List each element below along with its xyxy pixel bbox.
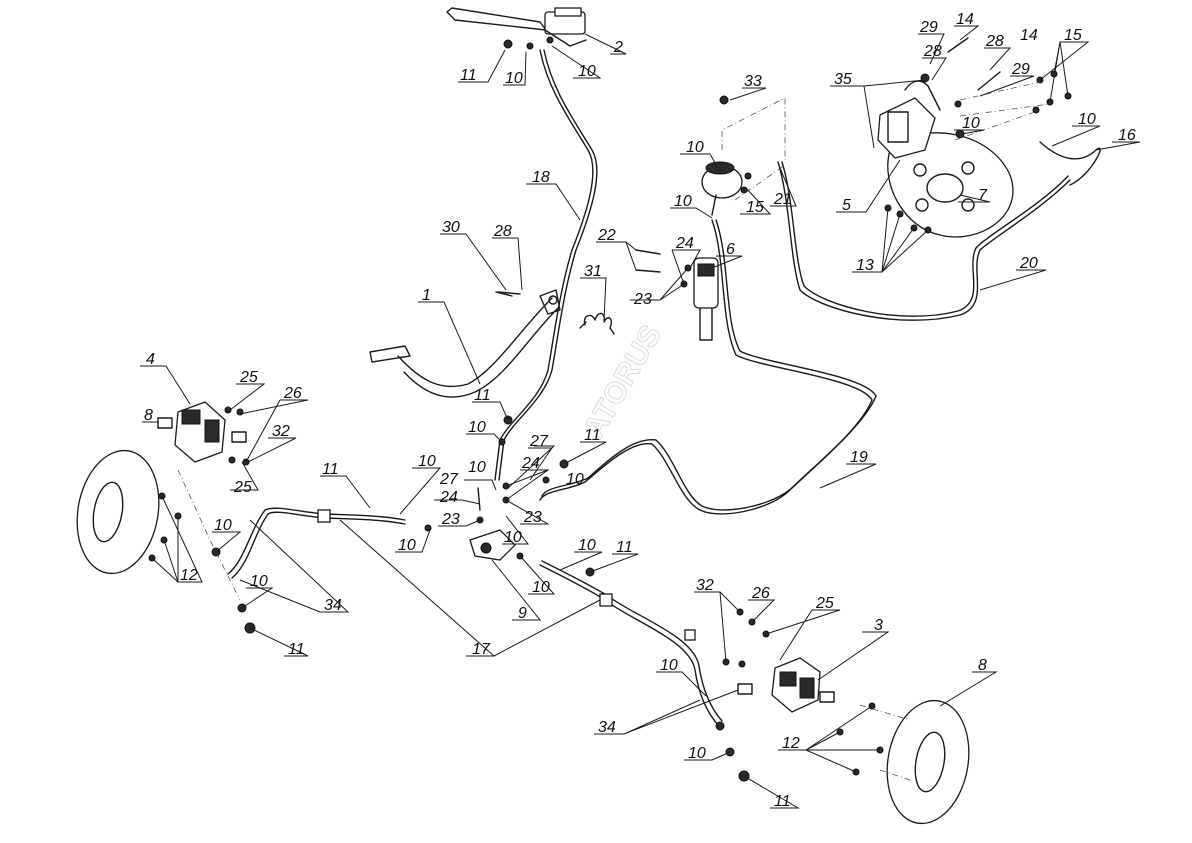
callout-11: 11 xyxy=(616,539,633,556)
callout-24: 24 xyxy=(521,455,540,472)
callout-11: 11 xyxy=(322,461,339,478)
callout-10: 10 xyxy=(418,453,436,470)
brake-line-17-right xyxy=(539,564,719,726)
callout-33: 33 xyxy=(744,73,762,90)
callout-10: 10 xyxy=(532,579,550,596)
callout-4: 4 xyxy=(146,351,155,368)
watermark: ATORUS xyxy=(577,320,668,444)
callout-10: 10 xyxy=(686,139,704,156)
callout-5: 5 xyxy=(842,197,851,214)
brake-line-17-left xyxy=(227,507,406,575)
callout-29: 29 xyxy=(1011,61,1030,78)
callout-10: 10 xyxy=(468,419,486,436)
callout-10: 10 xyxy=(1078,111,1096,128)
callout-25: 25 xyxy=(233,479,252,496)
callout-10: 10 xyxy=(505,70,523,87)
callout-15: 15 xyxy=(746,199,764,216)
callout-17: 17 xyxy=(472,641,491,658)
callout-19: 19 xyxy=(850,449,868,466)
callout-10: 10 xyxy=(962,115,980,132)
callout-30: 30 xyxy=(442,219,460,236)
callout-11: 11 xyxy=(288,641,305,658)
callout-10: 10 xyxy=(660,657,678,674)
callout-10: 10 xyxy=(468,459,486,476)
callout-10: 10 xyxy=(578,537,596,554)
callout-27: 27 xyxy=(529,433,549,450)
callout-11: 11 xyxy=(460,67,477,84)
callout-10: 10 xyxy=(578,63,596,80)
callout-3: 3 xyxy=(874,617,883,634)
callout-28: 28 xyxy=(493,223,512,240)
return-spring xyxy=(579,312,615,335)
callout-10: 10 xyxy=(504,529,522,546)
callout-12: 12 xyxy=(180,567,198,584)
master-cylinder xyxy=(446,7,587,50)
callout-2: 2 xyxy=(613,39,623,56)
front-left-caliper xyxy=(174,401,250,466)
callout-8: 8 xyxy=(144,407,153,424)
callout-28: 28 xyxy=(985,33,1004,50)
brake-line-19 xyxy=(539,219,873,515)
callout-10: 10 xyxy=(398,537,416,554)
callout-25: 25 xyxy=(239,369,258,386)
callout-labels: 2 11 10 10 33 29 14 28 28 14 15 35 29 10… xyxy=(144,11,1136,810)
callout-8: 8 xyxy=(978,657,987,674)
callout-31: 31 xyxy=(584,263,602,280)
proportioning-valve xyxy=(635,249,719,341)
callout-14: 14 xyxy=(956,11,974,28)
callout-26: 26 xyxy=(283,385,302,402)
callout-10: 10 xyxy=(214,517,232,534)
brake-line-16 xyxy=(1039,141,1101,186)
callout-1: 1 xyxy=(422,287,431,304)
callout-28: 28 xyxy=(923,43,942,60)
callout-27: 27 xyxy=(439,471,459,488)
callout-26: 26 xyxy=(751,585,770,602)
callout-10: 10 xyxy=(566,471,584,488)
callout-21: 21 xyxy=(773,191,792,208)
callout-25: 25 xyxy=(815,595,834,612)
callout-6: 6 xyxy=(726,241,735,258)
callout-29: 29 xyxy=(919,19,938,36)
front-right-caliper xyxy=(722,608,821,713)
callout-24: 24 xyxy=(675,235,694,252)
callout-11: 11 xyxy=(584,427,601,444)
brake-pedal xyxy=(369,289,561,398)
callout-15: 15 xyxy=(1064,27,1082,44)
callout-7: 7 xyxy=(978,187,988,204)
callout-32: 32 xyxy=(696,577,714,594)
front-right-disc xyxy=(836,699,970,825)
leader-lines xyxy=(140,25,1141,809)
callout-32: 32 xyxy=(272,423,290,440)
reservoir xyxy=(701,161,752,216)
brake-line-18 xyxy=(494,49,594,481)
callout-34: 34 xyxy=(598,719,616,736)
callout-35: 35 xyxy=(834,71,852,88)
callout-23: 23 xyxy=(441,511,460,528)
callout-16: 16 xyxy=(1118,127,1136,144)
callout-10: 10 xyxy=(674,193,692,210)
callout-11: 11 xyxy=(774,793,791,810)
callout-12: 12 xyxy=(782,735,800,752)
brake-tee xyxy=(469,482,524,561)
callout-18: 18 xyxy=(532,169,550,186)
callout-22: 22 xyxy=(597,227,616,244)
callout-23: 23 xyxy=(523,509,542,526)
callout-23: 23 xyxy=(633,291,652,308)
rear-brake-disc xyxy=(887,132,1014,238)
brake-line-20 xyxy=(777,161,1071,321)
callout-11: 11 xyxy=(474,387,491,404)
callout-20: 20 xyxy=(1019,255,1038,272)
callout-10: 10 xyxy=(688,745,706,762)
callout-34: 34 xyxy=(324,597,342,614)
callout-10: 10 xyxy=(250,573,268,590)
callout-9: 9 xyxy=(518,605,527,622)
callout-24: 24 xyxy=(439,489,458,506)
front-left-disc xyxy=(76,449,182,575)
callout-13: 13 xyxy=(856,257,874,274)
callout-14: 14 xyxy=(1020,27,1038,44)
